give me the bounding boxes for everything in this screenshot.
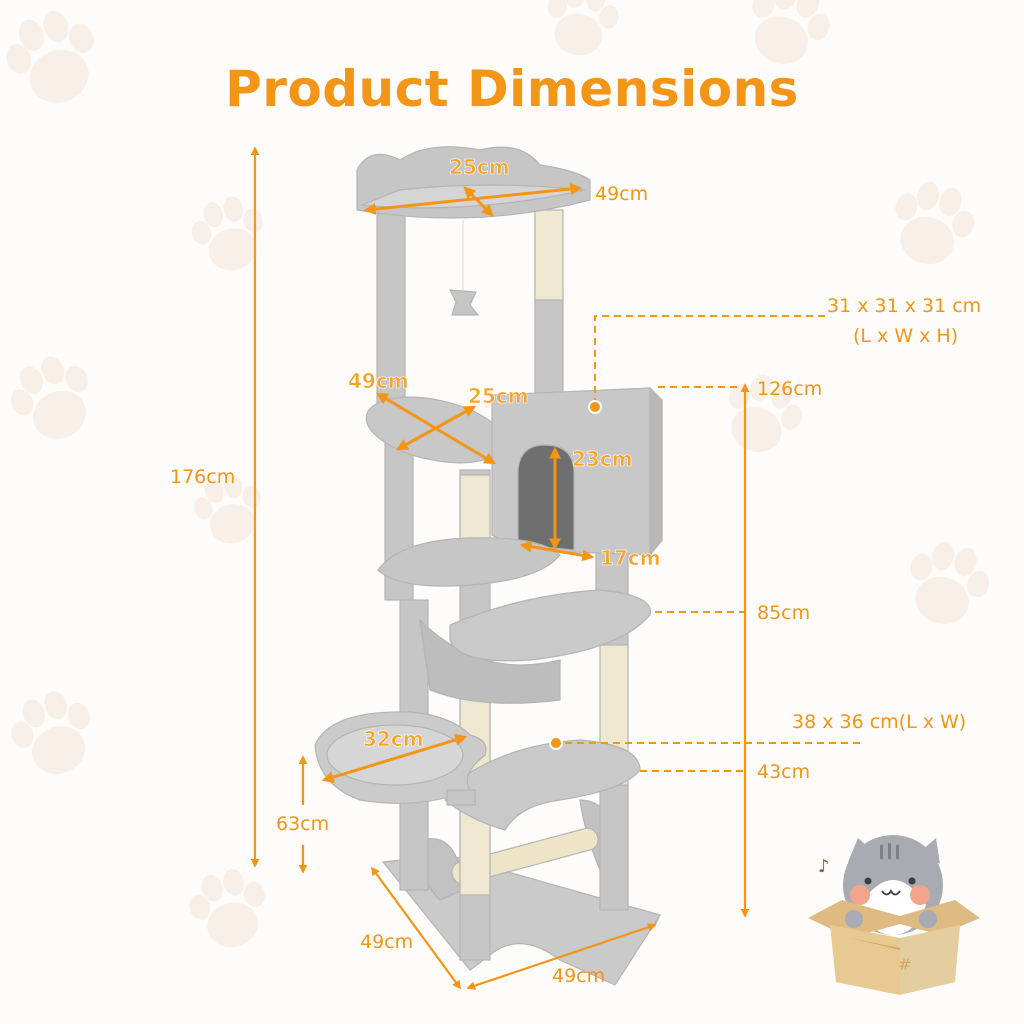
basket-height-label: 63cm: [276, 813, 330, 835]
top-perch-width-label: 49cm: [595, 183, 649, 205]
box-mark: #: [898, 955, 911, 974]
top-perch-depth-label: 25cm: [449, 155, 510, 179]
condo-marker-dot: [588, 400, 602, 414]
total-height-label: 176cm: [170, 466, 236, 488]
page-title: Product Dimensions: [225, 59, 799, 118]
music-note-icon: ♪: [818, 856, 830, 877]
condo-door-height-label: 23cm: [572, 447, 633, 471]
lower-platform-height-label: 43cm: [757, 761, 811, 783]
condo-door-width-label: 17cm: [600, 546, 661, 570]
condo-size-label: 31 x 31 x 31 cm: [827, 295, 982, 317]
platform-level-height-label: 85cm: [757, 602, 811, 624]
mid-perch-depth-label: 25cm: [468, 384, 529, 408]
condo-level-height-label: 126cm: [757, 378, 823, 400]
condo-size-note: (L x W x H): [853, 325, 959, 347]
platform-marker-dot: [549, 736, 563, 750]
mid-perch-width-label: 49cm: [348, 369, 409, 393]
base-depth-label: 49cm: [360, 931, 414, 953]
base-width-label: 49cm: [552, 965, 606, 987]
basket-diameter-label: 32cm: [363, 727, 424, 751]
lower-platform-size-label: 38 x 36 cm(L x W): [792, 711, 967, 733]
